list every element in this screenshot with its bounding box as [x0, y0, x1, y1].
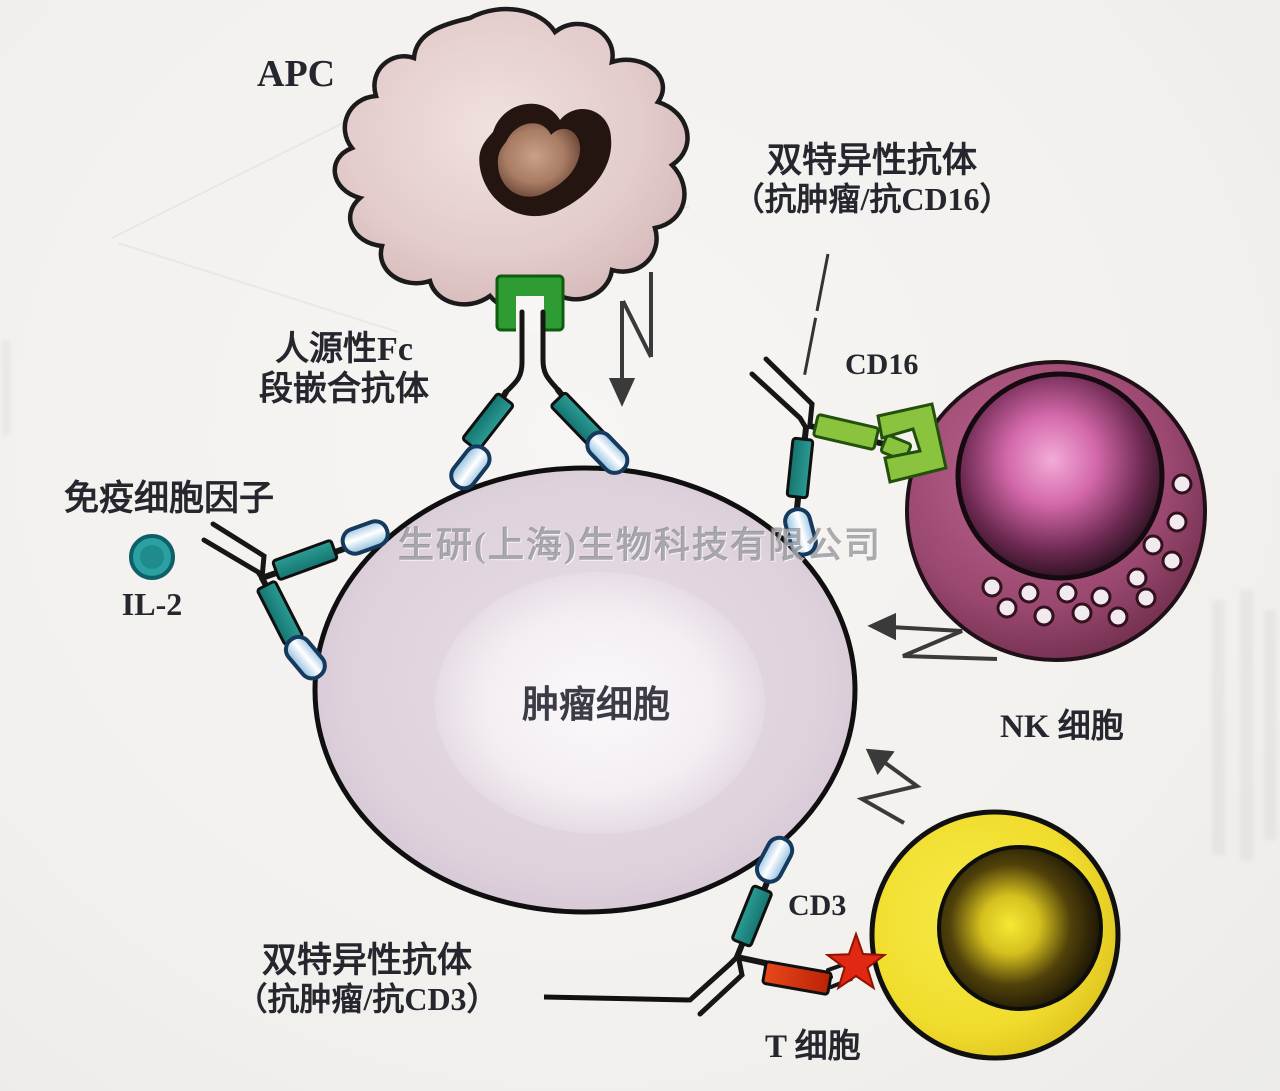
bispecific-cd16-line1: 双特异性抗体 — [766, 141, 977, 180]
kill-arrow-t — [856, 748, 922, 825]
humanized-fc-line2: 段嵌合抗体 — [259, 371, 429, 409]
apc-cell — [332, 6, 690, 332]
leader-line-cd16-label — [802, 253, 830, 379]
bispecific-cd16-antibody — [749, 356, 913, 511]
cd16-label: CD16 — [845, 348, 919, 381]
nk-cell — [876, 360, 1207, 662]
bispecific-cd3-antibody — [687, 877, 853, 1017]
company-watermark: 生研(上海)生物科技有限公司 — [398, 525, 882, 565]
apc-receptor-socket — [495, 274, 565, 332]
il2-cytokine — [129, 534, 175, 580]
bispecific-cd3-label: 双特异性抗体 （抗肿瘤/抗CD3） — [212, 940, 522, 1019]
nk-granules — [981, 473, 1193, 628]
t-cell-label: T 细胞 — [765, 1029, 861, 1065]
t-cell — [869, 809, 1121, 1061]
nk-cell-label: NK 细胞 — [1000, 709, 1124, 745]
page-bleed-artifact — [1264, 610, 1276, 840]
tumor-antigens — [283, 430, 818, 884]
bispecific-cd3-line1: 双特异性抗体 — [261, 941, 472, 980]
page-bleed-artifact — [1240, 590, 1253, 860]
tumor-cell — [312, 465, 858, 915]
kill-arrow-nk — [867, 612, 998, 661]
bispecific-cd16-line2: （抗肿瘤/抗CD16） — [732, 181, 1012, 218]
page-bleed-artifact — [2, 340, 10, 435]
bispecific-cd3-line2: （抗肿瘤/抗CD3） — [235, 981, 499, 1018]
leader-line-cd3-label — [543, 994, 690, 1003]
page-bleed-artifact — [1212, 600, 1225, 855]
immunocytokine-label: 免疫细胞因子 — [64, 479, 275, 518]
humanized-fc-line1: 人源性Fc — [275, 331, 413, 368]
bispecific-cd16-label: 双特异性抗体 （抗肿瘤/抗CD16） — [712, 140, 1032, 219]
kill-arrow-top — [608, 272, 653, 407]
apc-nucleus — [479, 103, 612, 217]
humanized-fc-label: 人源性Fc 段嵌合抗体 — [238, 330, 450, 410]
humanized-fc-antibody — [461, 309, 606, 455]
apc-label: APC — [257, 53, 336, 95]
tumor-cell-label: 肿瘤细胞 — [522, 685, 670, 726]
il2-label: IL-2 — [121, 586, 183, 622]
cd16-receptor — [876, 402, 948, 484]
cd3-star — [824, 930, 888, 991]
cd3-label: CD3 — [788, 889, 847, 922]
